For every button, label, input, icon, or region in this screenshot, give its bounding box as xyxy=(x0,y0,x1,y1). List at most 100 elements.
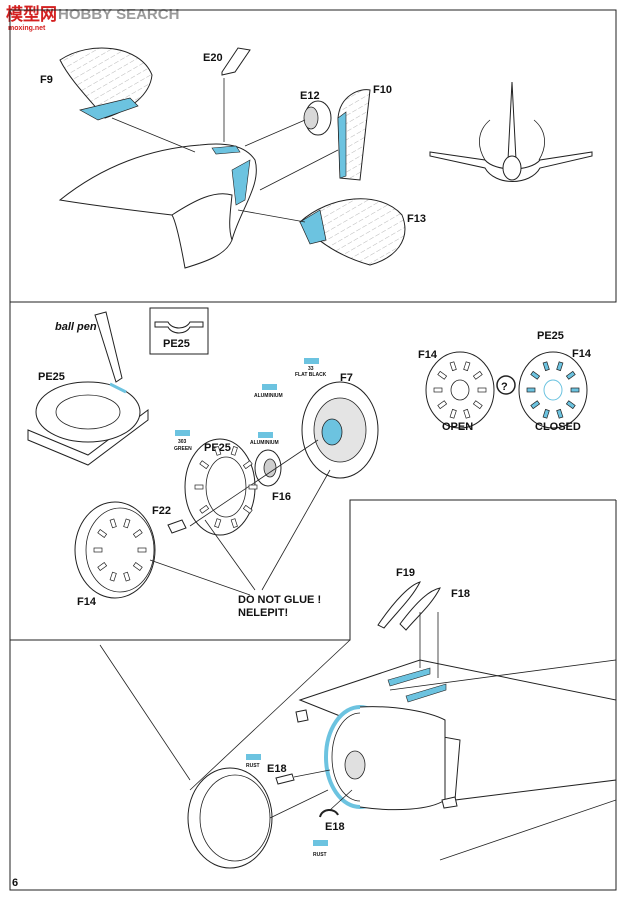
fuselage-tail xyxy=(58,143,257,269)
rear-view-stabilizers xyxy=(429,151,593,182)
open-slot xyxy=(449,408,457,419)
watermark-url: moxing.net xyxy=(8,25,46,32)
tail-rear-view xyxy=(429,81,593,182)
pen-contact-mark xyxy=(109,382,127,394)
paint-chip-alu1: ALUMINIUM xyxy=(254,384,283,399)
paint-rust-b: RUST xyxy=(313,852,327,858)
paint-chip-black: 33 FLAT BLACK xyxy=(295,358,327,378)
f14-slot xyxy=(132,529,143,538)
rear-view-fuselage xyxy=(479,119,545,161)
label-e20: E20 xyxy=(203,52,223,64)
f9-tab xyxy=(79,97,139,121)
label-e18-a: E18 xyxy=(267,763,287,775)
part-e18-b xyxy=(319,809,339,818)
paint-black-code: 33 xyxy=(308,366,314,372)
step-frame-top xyxy=(9,9,617,303)
f14-slot xyxy=(93,547,103,553)
part-f22 xyxy=(167,519,187,534)
arrow-f13 xyxy=(237,209,306,223)
assembly-axis xyxy=(189,439,319,527)
paint-chip-alu1-box xyxy=(262,384,277,390)
label-pe25-pen: PE25 xyxy=(38,371,65,383)
cowl-open-center xyxy=(450,379,470,401)
exhaust-slot-1 xyxy=(387,667,431,687)
cowl-front-installed-face xyxy=(199,774,271,862)
part-e12-inner xyxy=(303,106,319,130)
watermark-logo: 模型网 xyxy=(6,4,57,24)
part-f18 xyxy=(399,587,441,631)
arrow-f9 xyxy=(111,117,196,153)
open-slot xyxy=(463,408,471,419)
callout-line-right xyxy=(189,639,351,791)
paint-chip-alu2-box xyxy=(258,432,273,438)
wing-panel-lines xyxy=(389,659,617,861)
page-number: 6 xyxy=(12,877,18,889)
f14-slot xyxy=(123,518,131,529)
f14-slot xyxy=(97,562,108,571)
rudder-slot xyxy=(231,159,251,206)
label-f10: F10 xyxy=(373,84,392,96)
paint-chip-green-box xyxy=(175,430,190,436)
paint-alu1-name: ALUMINIUM xyxy=(254,393,283,399)
open-slot xyxy=(437,400,448,410)
label-f14: F14 xyxy=(77,596,97,608)
paint-chip-green: 303 GREEN xyxy=(174,430,192,452)
f14-slot xyxy=(97,529,108,538)
closed-slot xyxy=(565,400,576,410)
closed-slot xyxy=(556,361,564,372)
f14-slot xyxy=(137,547,147,553)
leader-warning-2 xyxy=(204,519,256,591)
closed-slot xyxy=(530,400,541,410)
arrow-e18-b xyxy=(329,789,353,811)
rear-view-tail-cone xyxy=(502,155,522,181)
closed-slot xyxy=(570,387,580,393)
arrow-cowl-front xyxy=(269,789,329,819)
question-mark: ? xyxy=(501,381,508,393)
engine-hub xyxy=(344,750,366,780)
part-f16-hole xyxy=(263,458,277,478)
part-pe25-ring-inner xyxy=(205,456,247,518)
question-badge xyxy=(496,375,516,395)
closed-slot xyxy=(542,361,550,372)
label-e12: E12 xyxy=(300,90,320,102)
pe25-slot xyxy=(214,518,222,528)
open-slot xyxy=(449,361,457,372)
part-f7-hub xyxy=(321,418,343,446)
watermark-text: HOBBY SEARCH xyxy=(58,6,179,23)
label-f19: F19 xyxy=(396,567,415,579)
pe25-slot xyxy=(230,446,238,456)
paint-alu2-name: ALUMINIUM xyxy=(250,440,279,446)
pe25-profile xyxy=(154,321,204,334)
open-slot xyxy=(472,370,483,380)
f10-edge xyxy=(337,111,347,179)
watermark: 模型网 HOBBY SEARCH moxing.net xyxy=(6,4,179,32)
leader-warning-1 xyxy=(149,559,251,596)
f14-slot xyxy=(109,571,117,582)
paint-chip-alu2: ALUMINIUM xyxy=(250,432,279,446)
part-f19 xyxy=(377,581,421,629)
label-f9: F9 xyxy=(40,74,53,86)
label-f18: F18 xyxy=(451,588,470,600)
open-slot xyxy=(472,400,483,410)
engine-cowling xyxy=(359,706,446,811)
f14-slot xyxy=(132,562,143,571)
step-top: F9 E20 E12 F10 F13 xyxy=(40,47,593,269)
part-f13-stabilizer xyxy=(299,198,406,266)
step-bottom: F19 F18 E18 RUST E18 RUST xyxy=(99,567,617,869)
f14-slot xyxy=(109,518,117,529)
pe25-slot xyxy=(214,446,222,456)
pitot-stub-right xyxy=(441,796,458,809)
open-slot xyxy=(433,387,443,393)
paint-green-code: 303 xyxy=(178,439,187,445)
paint-green-name: GREEN xyxy=(174,446,192,452)
label-f16: F16 xyxy=(272,491,291,503)
step-middle: PE25 ball pen PE25 PE25 303 GREEN F16 AL… xyxy=(27,307,592,851)
fin-slot xyxy=(211,145,241,155)
paint-chip-rust-b-box xyxy=(313,840,328,846)
arrow-e12 xyxy=(244,119,306,147)
closed-slot xyxy=(565,370,576,380)
paint-black-name: FLAT BLACK xyxy=(295,372,327,378)
part-e18-a xyxy=(275,773,295,785)
